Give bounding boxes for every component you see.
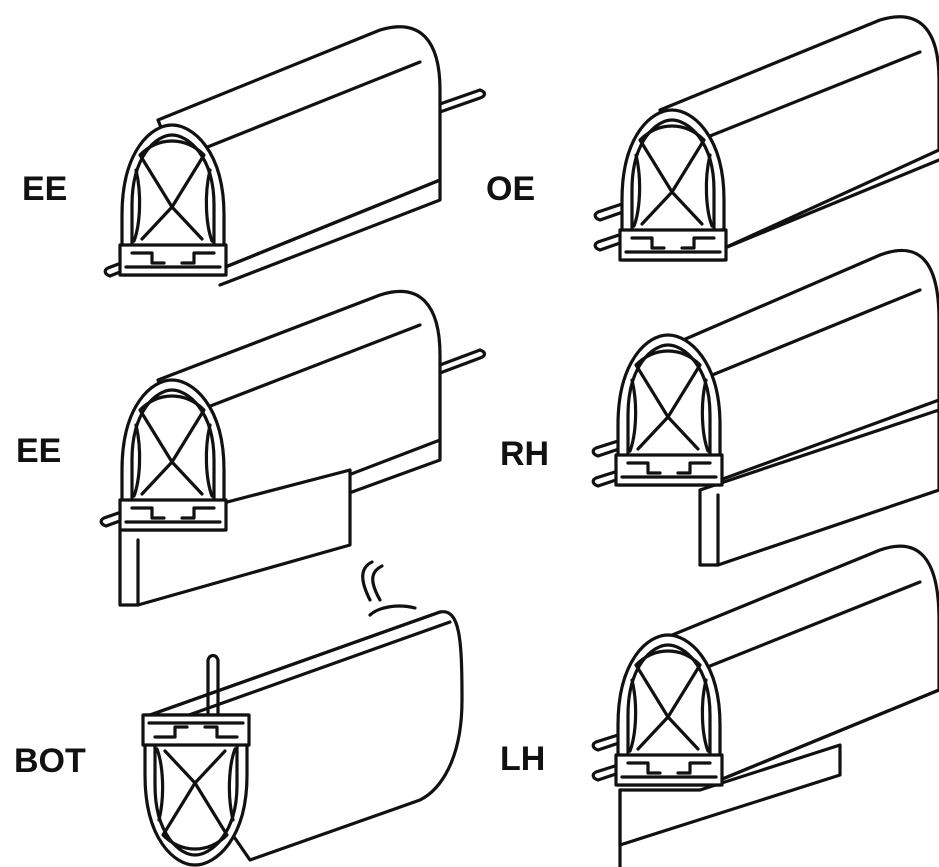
profile-ee-middle xyxy=(99,289,487,607)
profile-ee-top xyxy=(103,25,487,287)
label-ee-middle: EE xyxy=(16,432,61,470)
label-lh: LH xyxy=(500,740,545,778)
label-oe: OE xyxy=(486,170,535,208)
profile-oe xyxy=(593,15,939,262)
profile-lh xyxy=(591,544,939,867)
label-rh: RH xyxy=(500,435,549,473)
label-ee-top: EE xyxy=(22,170,67,208)
profile-bot xyxy=(143,560,464,865)
label-bot: BOT xyxy=(14,742,86,780)
profile-rh xyxy=(591,248,939,567)
